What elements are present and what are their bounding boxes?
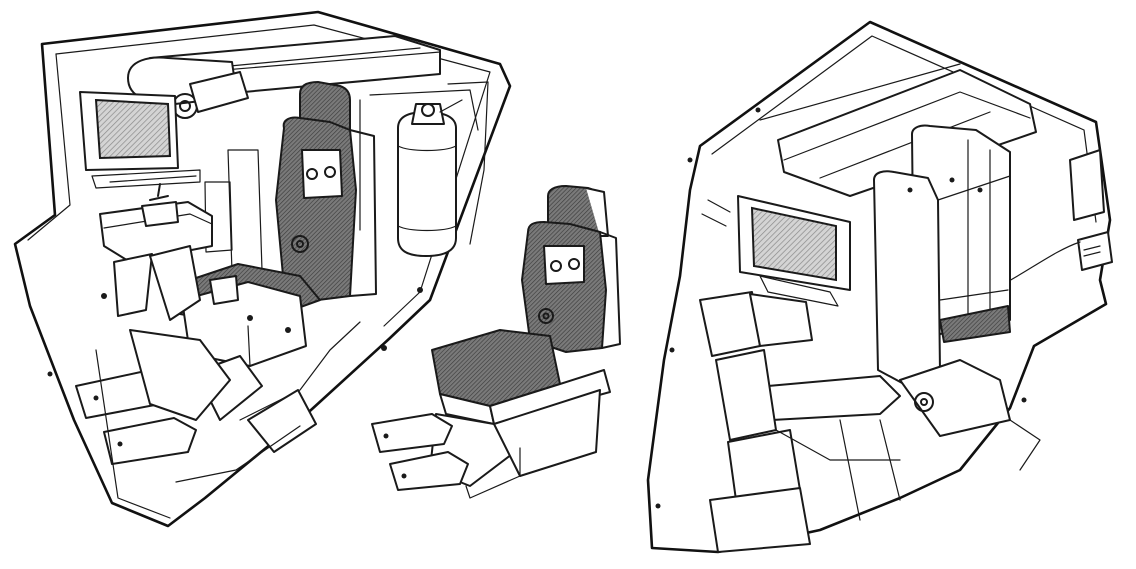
- pilot-seat-isolated-view: [371, 185, 621, 499]
- extinguisher-tank: [397, 99, 463, 257]
- foot-pedals-left: [75, 321, 361, 465]
- pilot-seat-main: [165, 81, 377, 367]
- cockpit-interior-view: [13, 10, 512, 528]
- display-monitor-right: [701, 195, 851, 307]
- cockpit-exterior-shell-view: [646, 20, 1113, 554]
- display-monitor-left: [79, 91, 201, 189]
- pilot-seat-back-right: [873, 124, 1011, 385]
- left-control-console: [99, 183, 213, 321]
